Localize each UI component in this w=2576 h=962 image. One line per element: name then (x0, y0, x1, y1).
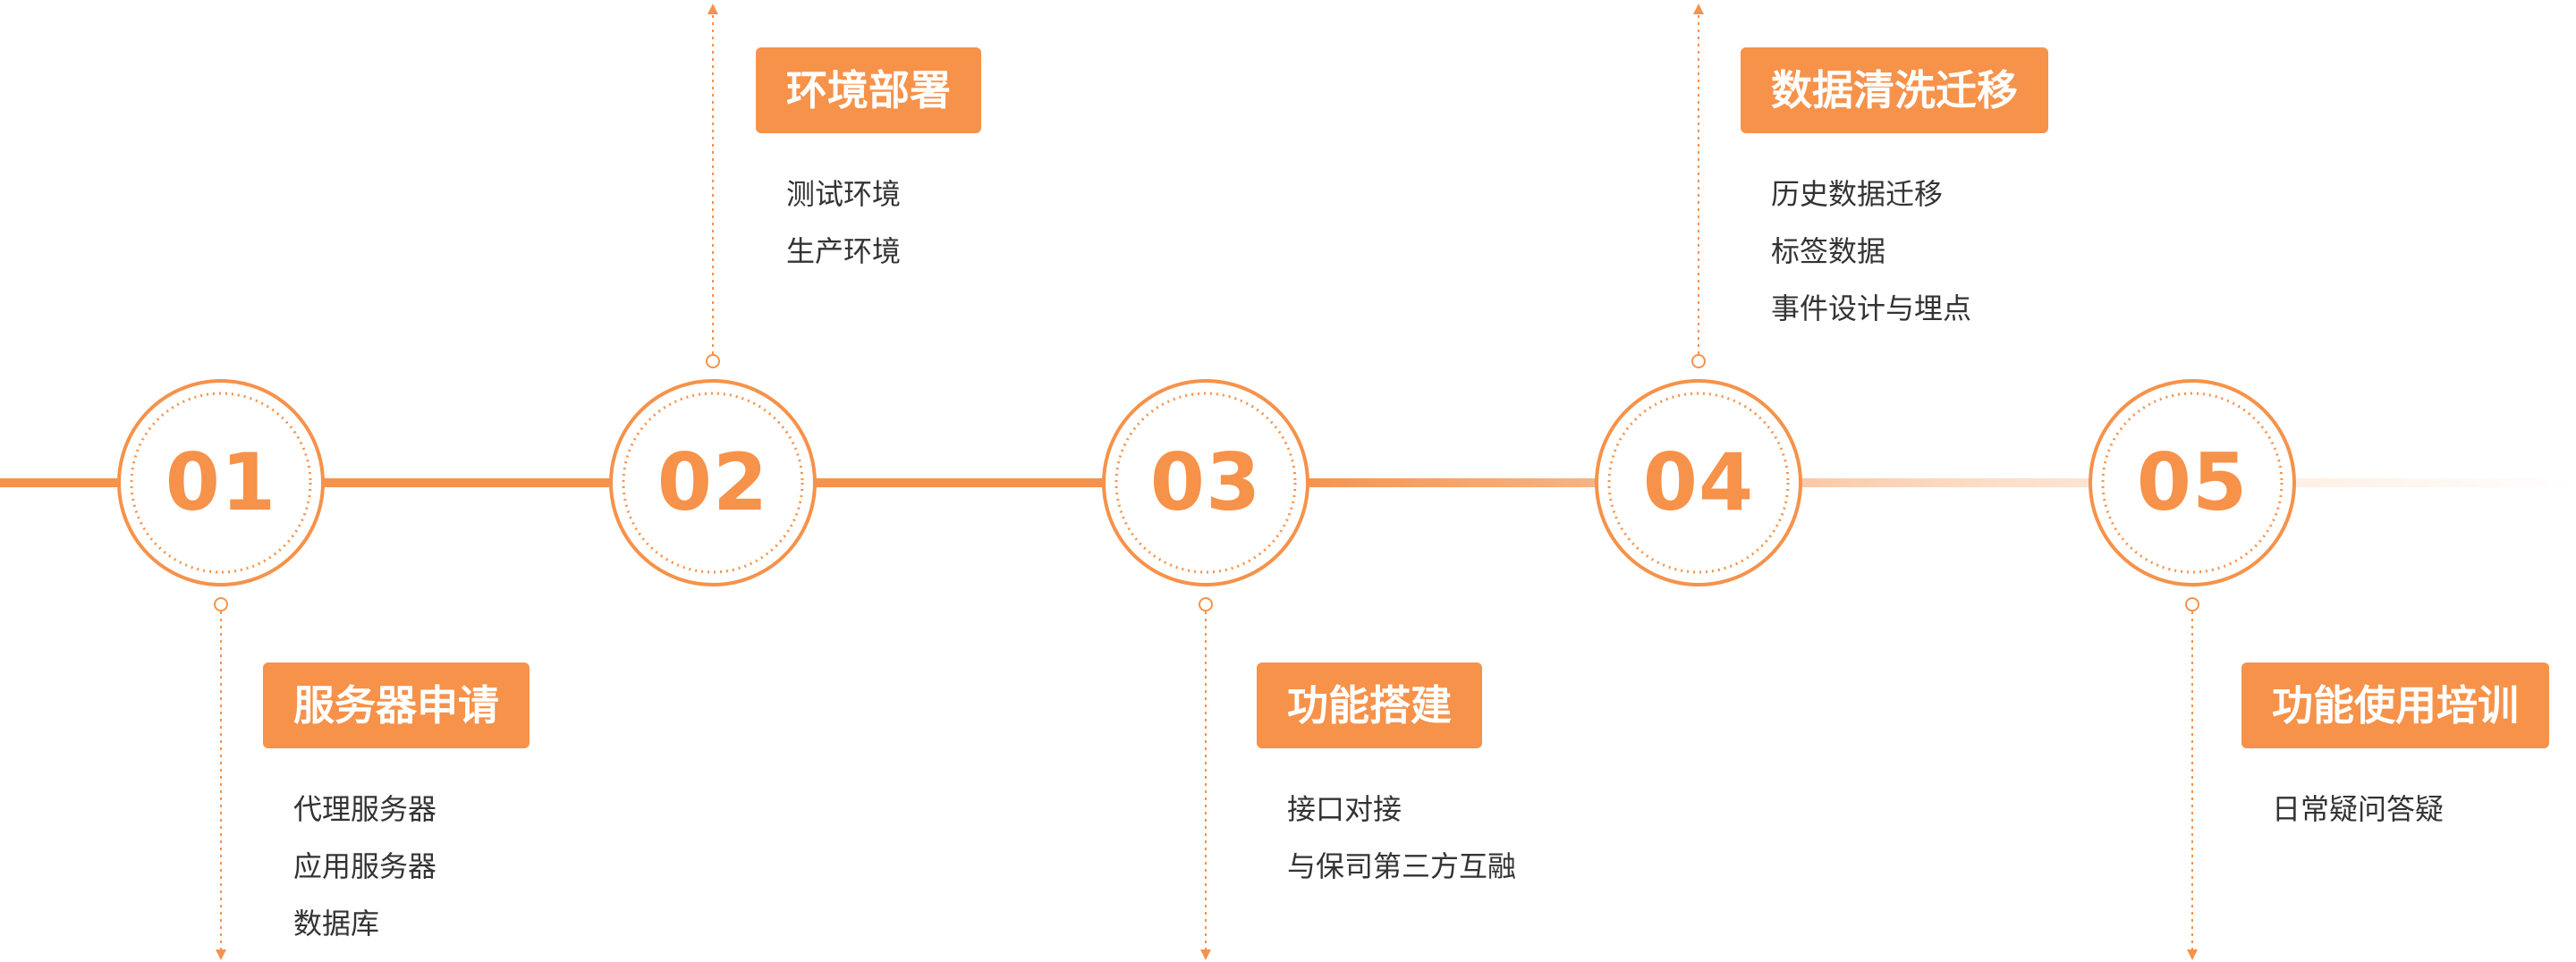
step-3-number: 03 (1149, 436, 1262, 528)
step-1-inner-dotted-ring (130, 392, 312, 574)
step-4-outer-ring (1595, 379, 1802, 586)
step-4-item: 事件设计与埋点 (1771, 291, 1972, 325)
step-5-number: 05 (2136, 436, 2249, 528)
step-1-item: 代理服务器 (293, 792, 437, 826)
step-2-connector-dot (706, 354, 720, 368)
step-3-item: 与保司第三方互融 (1287, 849, 1517, 883)
step-3-title: 功能搭建 (1257, 662, 1482, 748)
step-1-connector-dot (214, 597, 228, 612)
step-2-outer-ring (609, 379, 817, 586)
step-2-item-list: 测试环境生产环境 (786, 165, 901, 280)
step-2-item: 生产环境 (786, 234, 902, 268)
step-5-title: 功能使用培训 (2241, 662, 2549, 748)
step-4-title: 数据清洗迁移 (1741, 47, 2048, 133)
timeline-line-fade (1288, 478, 2576, 487)
step-4-number: 04 (1642, 436, 1755, 528)
step-1-item-list: 代理服务器应用服务器数据库 (293, 781, 436, 952)
step-4-item-list: 历史数据迁移标签数据事件设计与埋点 (1771, 165, 1971, 337)
step-2-title: 环境部署 (756, 47, 981, 133)
step-3-inner-dotted-ring (1114, 392, 1297, 574)
step-1-title: 服务器申请 (263, 662, 530, 748)
step-1-number: 01 (165, 436, 277, 528)
step-3-connector-dot (1199, 597, 1213, 612)
step-3-item: 接口对接 (1287, 792, 1402, 826)
step-4-item: 标签数据 (1771, 234, 1886, 268)
step-2-inner-dotted-ring (622, 392, 804, 574)
step-4-inner-dotted-ring (1607, 392, 1790, 574)
step-4-item: 历史数据迁移 (1771, 177, 1944, 211)
step-2-item: 测试环境 (786, 177, 902, 211)
step-1-outer-ring (117, 379, 325, 586)
step-1-item: 数据库 (293, 907, 380, 941)
step-5-outer-ring (2089, 379, 2296, 586)
step-4-connector-dot (1691, 354, 1706, 368)
step-5-inner-dotted-ring (2101, 392, 2284, 574)
step-1-item: 应用服务器 (293, 849, 437, 883)
step-2-number: 02 (657, 436, 769, 528)
step-5-item: 日常疑问答疑 (2272, 792, 2445, 826)
step-3-item-list: 接口对接与保司第三方互融 (1287, 781, 1516, 895)
step-5-item-list: 日常疑问答疑 (2272, 781, 2444, 838)
step-5-connector-dot (2185, 597, 2199, 612)
step-3-outer-ring (1102, 379, 1309, 586)
